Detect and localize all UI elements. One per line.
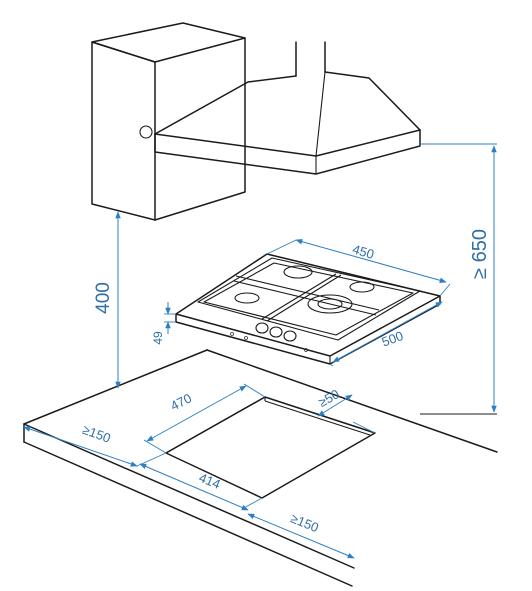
cutout-width-label: 470	[168, 390, 194, 413]
cutout-depth-label: 414	[197, 470, 223, 492]
dimension-lines	[23, 143, 497, 559]
front-edge-label: ≥150	[289, 510, 321, 535]
hob-height-label: 49	[151, 331, 165, 345]
worktop	[23, 349, 498, 587]
chimney-hood	[154, 41, 421, 175]
wall-cabinet	[91, 22, 246, 221]
hob-width-label: 450	[351, 241, 376, 262]
dimension-labels: ≥ 650 400 450 500 49 470 414 ≥50 ≥150 ≥1…	[80, 229, 491, 535]
hood-height-label: ≥ 650	[469, 229, 491, 279]
left-edge-label: ≥150	[80, 422, 112, 446]
clearance-label: 400	[93, 282, 114, 314]
gas-hob	[175, 253, 441, 365]
hob-depth-label: 500	[380, 328, 406, 350]
